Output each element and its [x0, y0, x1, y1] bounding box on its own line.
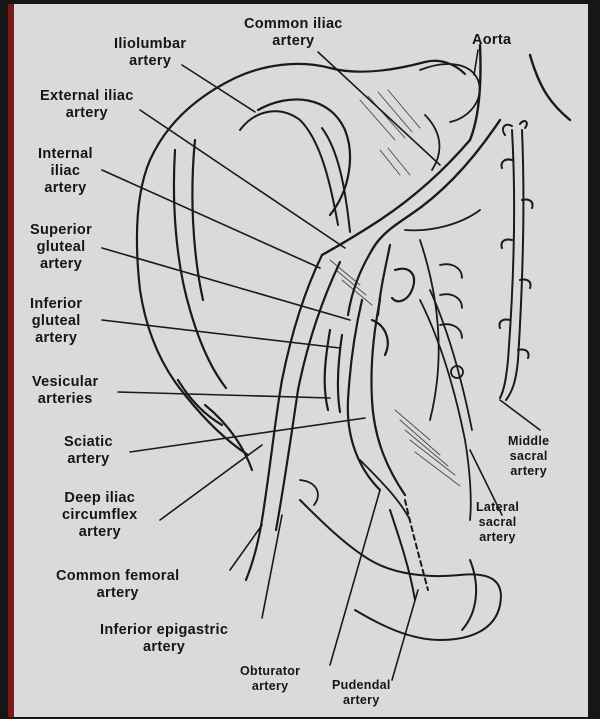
middle-sacral-artery — [499, 121, 532, 400]
label-lateral-sacral-artery: Lateral sacral artery — [476, 500, 519, 545]
label-vesicular-arteries: Vesicular arteries — [32, 374, 98, 408]
aorta — [322, 45, 570, 255]
label-common-iliac-artery: Common iliac artery — [244, 16, 343, 50]
sacrum — [405, 64, 480, 420]
label-common-femoral-artery: Common femoral artery — [56, 568, 179, 602]
label-pudendal-artery: Pudendal artery — [332, 678, 391, 708]
label-aorta: Aorta — [472, 32, 511, 49]
label-sciatic-artery: Sciatic artery — [64, 434, 113, 468]
label-inferior-gluteal-artery: Inferior gluteal artery — [30, 296, 82, 347]
obturator-pudendal-arteries — [300, 460, 410, 520]
label-superior-gluteal-artery: Superior gluteal artery — [30, 222, 92, 273]
label-deep-iliac-circumflex-artery: Deep iliac circumflex artery — [62, 490, 138, 541]
internal-iliac-artery — [325, 245, 414, 495]
label-internal-iliac-artery: Internal iliac artery — [38, 146, 93, 197]
label-external-iliac-artery: External iliac artery — [40, 88, 134, 122]
label-middle-sacral-artery: Middle sacral artery — [508, 434, 549, 479]
pubic-bone — [300, 500, 501, 640]
label-iliolumbar-artery: Iliolumbar artery — [114, 36, 186, 70]
label-inferior-epigastric-artery: Inferior epigastric artery — [100, 622, 228, 656]
label-obturator-artery: Obturator artery — [240, 664, 300, 694]
